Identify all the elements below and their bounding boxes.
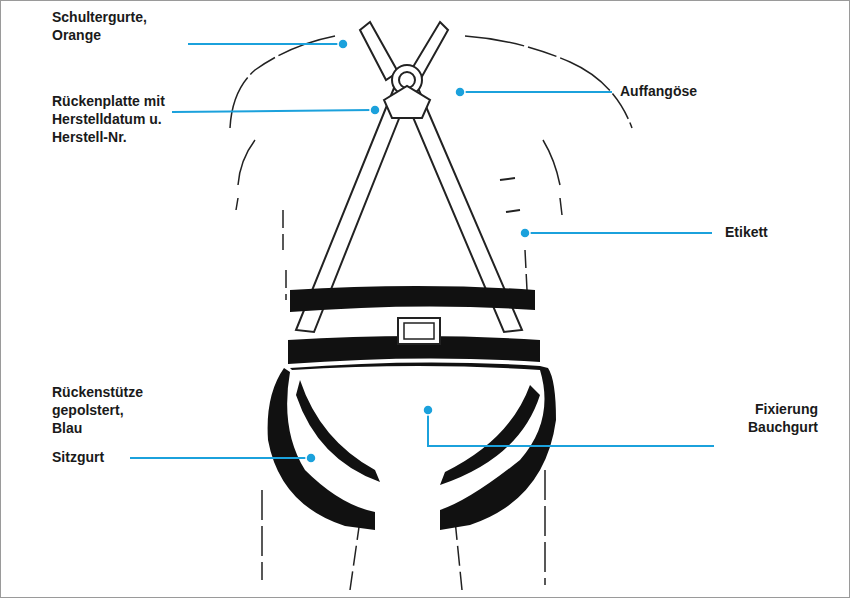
part-label: Rückenstütze gepolstert, Blau [52,383,152,437]
part-label: Rückenplatte mit Herstelldatum u. Herste… [52,92,170,146]
harness-straps [296,22,522,332]
part-label: Sitzgurt [52,448,132,466]
part-label: Schultergurte, Orange [52,8,182,44]
part-label: Auffangöse [620,82,770,100]
part-label: Fixierung Bauchgurt [708,400,818,436]
leader-dots [306,39,530,463]
buckle [404,323,434,339]
buckle [398,318,440,344]
body-outline [230,36,632,590]
leader-lines [130,44,714,458]
part-label: Etikett [725,223,825,241]
back-support-belt [268,286,556,530]
